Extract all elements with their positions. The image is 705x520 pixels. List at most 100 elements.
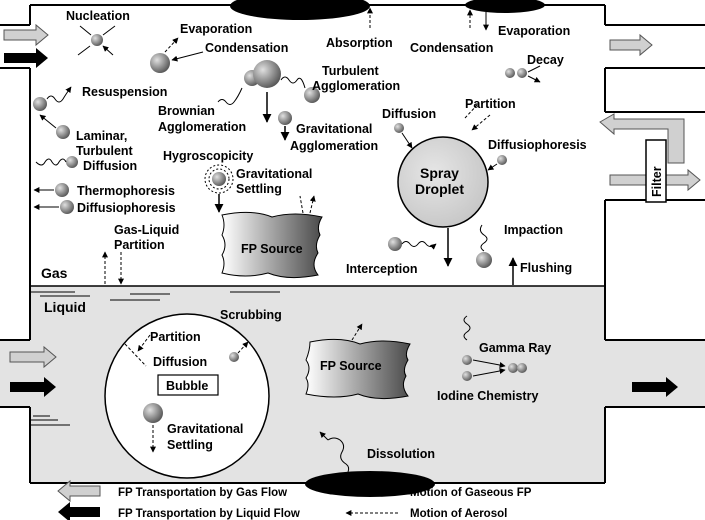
gas-liquid-partition-group [102, 251, 124, 285]
iodine-arrow-1 [472, 359, 506, 368]
label-interception: Interception [346, 262, 418, 276]
bubble-label-box [157, 374, 219, 396]
label-gamma-ray: Gamma Ray [479, 341, 551, 355]
fp-source-liquid-shape [305, 338, 411, 400]
label-grav-agg-2: Agglomeration [290, 139, 378, 153]
resuspension-group [33, 86, 72, 111]
dissolution-wave [327, 437, 350, 473]
diffusiophoresis-arrow [487, 163, 498, 171]
interception-wave [401, 241, 437, 250]
spray-droplet-group [388, 103, 518, 285]
evap-cond-left-group [150, 37, 204, 73]
bubble-partition-arrows [124, 334, 151, 367]
dissolution-arrow [319, 431, 329, 441]
label-condensation-left: Condensation [205, 41, 288, 55]
label-brownian-2: Agglomeration [158, 120, 246, 134]
label-nucleation: Nucleation [66, 9, 130, 23]
bottom-deposit [305, 471, 435, 497]
spray-labels: Diffusion Partition Diffusiophoresis Spr… [382, 97, 587, 197]
inlet-duct-edges [0, 24, 30, 69]
label-liquid: Liquid [44, 299, 86, 315]
diffusio-particle [60, 200, 74, 214]
label-spray-diffusion: Diffusion [382, 107, 436, 121]
liquid-inlet-arrow [10, 377, 56, 397]
condensation-particle [150, 53, 170, 73]
label-thermophoresis: Thermophoresis [77, 184, 175, 198]
hygroscopicity-group [204, 164, 234, 213]
decay-particle [517, 68, 527, 78]
gamma-ray-wave [463, 315, 471, 341]
condensation-arrow [171, 51, 204, 62]
label-laminar-1: Laminar, [76, 129, 127, 143]
label-spray-droplet-1: Spray [420, 165, 459, 181]
diffusion-arrow [39, 114, 57, 129]
impaction-particle [476, 252, 492, 268]
label-absorption: Absorption [326, 36, 393, 50]
diffusion-spray-arrow [401, 132, 413, 149]
brownian-wave [217, 87, 243, 105]
label-grav-settling-1: Gravitational [236, 167, 312, 181]
flow-arrows [3, 23, 678, 397]
outlet-duct-edges [605, 24, 705, 69]
hygro-ring [204, 164, 234, 194]
nucleation-arrows [77, 25, 116, 56]
bubble [104, 313, 270, 479]
label-decay: Decay [527, 53, 564, 67]
iodine-particle [462, 371, 472, 381]
label-evaporation-left: Evaporation [180, 22, 252, 36]
gas-outlet-arrow [609, 33, 653, 57]
laminar-diffusion-group [35, 114, 78, 168]
label-laminar-3: Diffusion [83, 159, 137, 173]
label-gas-liquid-1: Gas-Liquid [114, 223, 179, 237]
iodine-molecule [508, 363, 518, 373]
label-flushing: Flushing [520, 261, 572, 275]
liquid-outlet-duct [603, 340, 705, 407]
grav-agg-particle [278, 111, 292, 125]
label-condensation-right: Condensation [410, 41, 493, 55]
label-grav-agg-1: Gravitational [296, 122, 372, 136]
fp-source-gas-group [221, 196, 323, 279]
dissolution-group [319, 431, 350, 473]
label-iodine-chemistry: Iodine Chemistry [437, 389, 538, 403]
source-release-arrow [299, 196, 314, 214]
evaporation-arrow [164, 37, 179, 53]
label-scrubbing: Scrubbing [220, 308, 282, 322]
legend-gas-flow-arrow [57, 479, 101, 503]
bubble-diffusion-arrow [237, 341, 249, 354]
gas-phase-labels: Nucleation Evaporation Condensation Abso… [41, 9, 572, 315]
label-brownian-1: Brownian [158, 104, 215, 118]
label-fp-source-gas: FP Source [241, 242, 303, 256]
legend: FP Transportation by Gas Flow FP Transpo… [57, 479, 532, 520]
liquid-inlet-arrow-top [4, 48, 48, 68]
liquid-inlet-duct [0, 340, 32, 407]
surface-ripples [30, 291, 280, 426]
agglomerate-medium [304, 87, 320, 103]
resuspension-particle [33, 97, 47, 111]
bubble-diffusion-particle [229, 352, 239, 362]
turbulent-agglomeration-group [217, 60, 320, 123]
ripple [30, 291, 280, 301]
impaction-wave [479, 224, 488, 252]
label-bubble-diffusion: Diffusion [153, 355, 207, 369]
iodine-molecule [517, 363, 527, 373]
diffusiophoresis-particle [497, 155, 507, 165]
liquid-source-arrow [351, 323, 363, 341]
label-resuspension: Resuspension [82, 85, 167, 99]
nucleation-particle [91, 34, 103, 46]
diffusion-particle-spray [394, 123, 404, 133]
ripple [30, 415, 70, 426]
legend-liquid-flow-label: FP Transportation by Liquid Flow [118, 508, 300, 520]
label-bubble-partition: Partition [150, 330, 201, 344]
iodine-particle [462, 355, 472, 365]
label-fp-source-liquid: FP Source [320, 359, 382, 373]
interception-particle [388, 237, 402, 251]
decay-group [505, 65, 540, 82]
gravitational-agglomeration-group [278, 111, 292, 141]
label-diffusiophoresis-left: Diffusiophoresis [77, 201, 176, 215]
label-spray-partition: Partition [465, 97, 516, 111]
legend-aerosol-label: Motion of Aerosol [410, 508, 507, 520]
label-bubble-settling-2: Settling [167, 438, 213, 452]
decay-particle [505, 68, 515, 78]
thermo-particle [55, 183, 69, 197]
